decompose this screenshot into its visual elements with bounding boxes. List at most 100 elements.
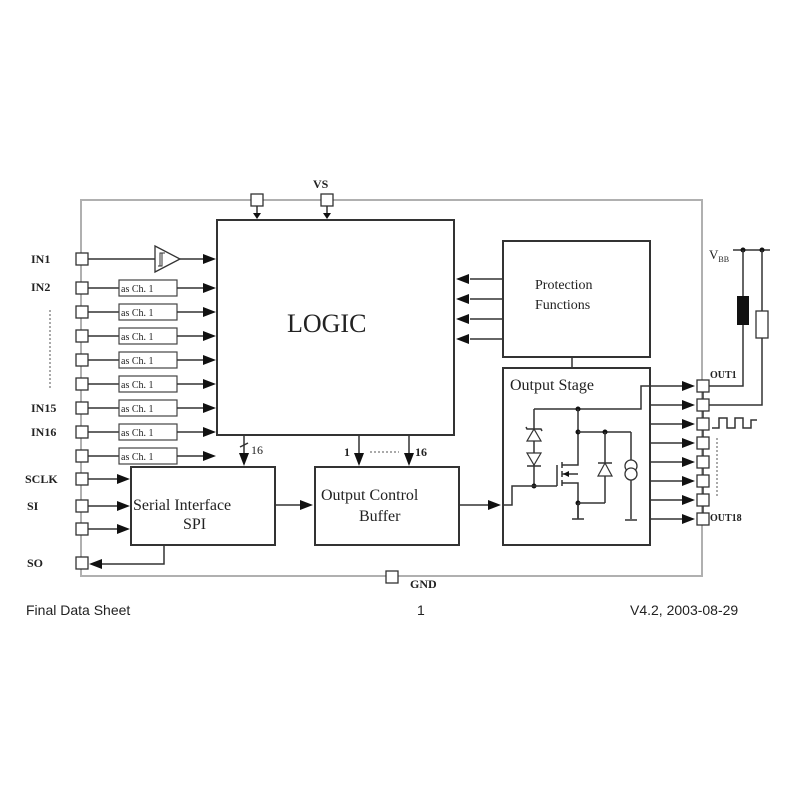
- schmitt-trigger-icon: [154, 244, 182, 274]
- ocb-bus-first-label: 1: [344, 445, 350, 459]
- logic-to-ocb-arrows: [354, 435, 414, 466]
- spi-to-ocb-arrow: [275, 500, 313, 510]
- ocb-bus-last-label: 16: [415, 445, 427, 459]
- in1-label: IN1: [31, 252, 50, 266]
- input-pin: [75, 353, 89, 367]
- zener-diode-icon: [525, 427, 543, 442]
- input-channel-row: as Ch. 1: [75, 327, 216, 345]
- logic-label: LOGIC: [287, 309, 366, 338]
- logic-block: [216, 219, 455, 436]
- input-row-in1: [75, 244, 216, 274]
- vs-label: VS: [313, 177, 329, 191]
- unlabeled-spi-pin: [75, 522, 89, 536]
- output-pin: [696, 436, 710, 450]
- input-channel-row: as Ch. 1: [75, 399, 216, 417]
- input-channel-rows: as Ch. 1 as Ch. 1 as Ch. 1 as Ch. 1 as Ch. 1…: [75, 279, 216, 465]
- inductive-load-icon: [737, 296, 749, 325]
- diode-icon: [525, 452, 543, 467]
- output-pin: [696, 398, 710, 412]
- protection-functions-block: [502, 240, 651, 358]
- input-channel-row: as Ch. 1: [75, 375, 216, 393]
- input-channel-row: as Ch. 1: [75, 279, 216, 297]
- si-pin: [75, 499, 89, 513]
- sclk-pin: [75, 472, 89, 486]
- bus-width-label: 16: [251, 443, 263, 457]
- logic-to-spi-bus: [239, 435, 249, 466]
- output-pin: [696, 512, 710, 526]
- protection-label-2: Functions: [535, 298, 590, 313]
- input-pin: [75, 305, 89, 319]
- output-stage-circuit: [503, 385, 650, 521]
- channel-box-label: as Ch. 1: [121, 308, 154, 319]
- channel-box-label: as Ch. 1: [121, 380, 154, 391]
- output-pin-row: [650, 398, 710, 412]
- si-pin-row: [75, 499, 130, 513]
- vbb-label: VBB: [709, 247, 729, 264]
- input-pin: [75, 449, 89, 463]
- gnd-pin: [385, 570, 399, 584]
- ocb-to-output-stage-arrow: [459, 500, 501, 510]
- spi-label-1: Serial Interface: [133, 497, 231, 514]
- vs-pin: [320, 193, 334, 219]
- output-stage-label: Output Stage: [510, 377, 594, 394]
- output-pin: [696, 493, 710, 507]
- channel-box-label: as Ch. 1: [121, 284, 154, 295]
- out1-label: OUT1: [710, 370, 737, 381]
- freewheel-diode-icon: [596, 461, 614, 477]
- input-pin: [75, 425, 89, 439]
- input-channel-row: as Ch. 1: [75, 351, 216, 369]
- channel-box-label: as Ch. 1: [121, 332, 154, 343]
- ocb-label-2: Buffer: [359, 508, 401, 525]
- out18-label: OUT18: [710, 513, 742, 524]
- protection-label-1: Protection: [535, 278, 593, 293]
- output-pin-row: [650, 436, 710, 450]
- sclk-pin-row: [75, 472, 130, 486]
- output-stage-block: [502, 367, 651, 546]
- ocb-label-1: Output Control: [321, 487, 419, 504]
- output-pin-row: [650, 493, 710, 507]
- output-pin: [696, 455, 710, 469]
- output-pin-row: [650, 379, 710, 393]
- si-label: SI: [27, 499, 39, 513]
- resistive-load-icon: [755, 310, 769, 339]
- sclk-label: SCLK: [25, 472, 58, 486]
- cs-pin-row: [75, 522, 130, 536]
- footer-page-number: 1: [417, 602, 425, 618]
- output-pin: [696, 474, 710, 488]
- output-pin-row: [650, 417, 710, 431]
- output-pin-rows: [650, 379, 710, 526]
- spi-label-2: SPI: [183, 516, 206, 533]
- in16-label: IN16: [31, 425, 56, 439]
- mosfet-icon: [563, 471, 569, 477]
- output-control-buffer-block: [314, 466, 460, 546]
- square-wave-icon: [712, 417, 757, 429]
- footer-left: Final Data Sheet: [26, 602, 130, 618]
- output-pin-row: [650, 474, 710, 488]
- in2-label: IN2: [31, 280, 50, 294]
- serial-interface-block: [130, 466, 276, 546]
- gnd-label: GND: [410, 577, 437, 591]
- output-pin-row: [650, 512, 710, 526]
- channel-box-label: as Ch. 1: [121, 428, 154, 439]
- external-load-circuit: [709, 247, 770, 406]
- channel-box-label: as Ch. 1: [121, 452, 154, 463]
- so-label: SO: [27, 556, 43, 570]
- output-pin-row: [650, 455, 710, 469]
- channel-box-label: as Ch. 1: [121, 356, 154, 367]
- input-pin: [75, 401, 89, 415]
- top-pin-unlabeled: [250, 193, 264, 219]
- input-pin: [75, 377, 89, 391]
- so-pin: [75, 556, 89, 570]
- input-channel-row: as Ch. 1: [75, 303, 216, 321]
- output-pin: [696, 417, 710, 431]
- footer-version-date: V4.2, 2003-08-29: [630, 602, 738, 618]
- in15-label: IN15: [31, 401, 56, 415]
- in1-pin: [75, 252, 89, 266]
- channel-box-label: as Ch. 1: [121, 404, 154, 415]
- so-pin-row: [75, 545, 165, 570]
- input-pin: [75, 329, 89, 343]
- output-pin: [696, 379, 710, 393]
- input-channel-row: as Ch. 1: [75, 423, 216, 441]
- protection-to-logic-arrows: [456, 274, 503, 344]
